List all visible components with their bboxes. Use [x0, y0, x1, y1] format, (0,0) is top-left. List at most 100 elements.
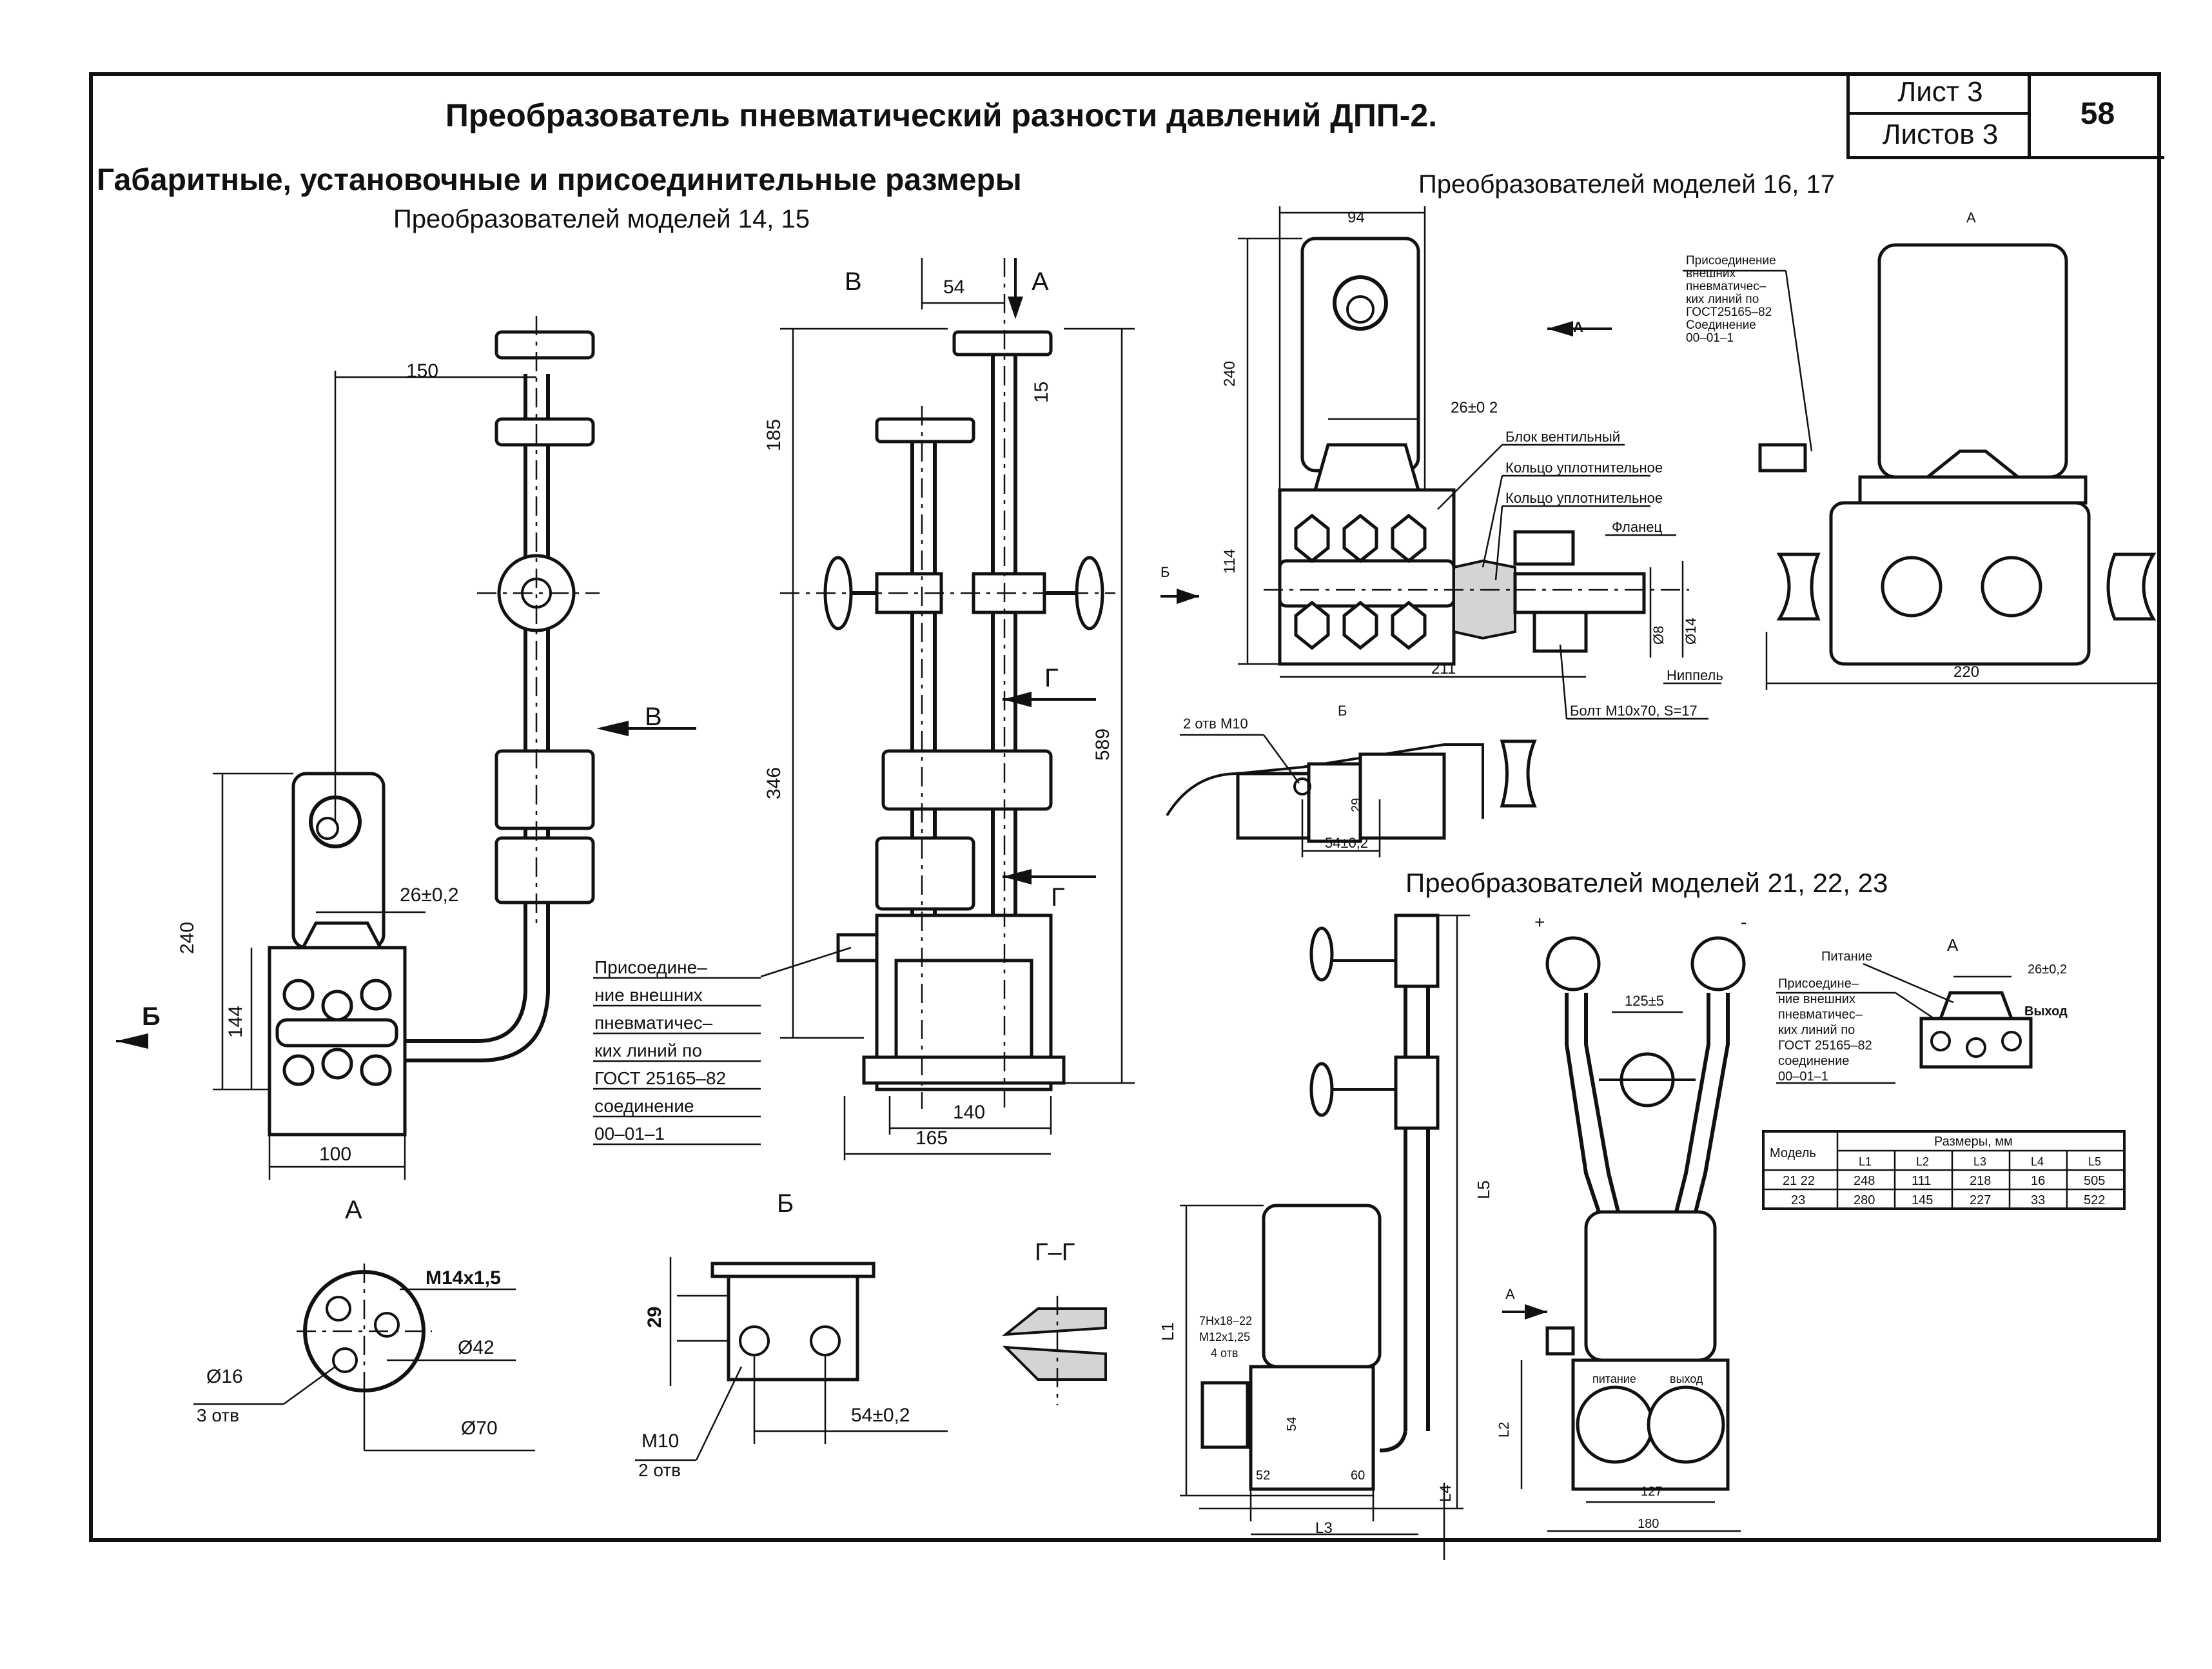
front-view-16-17 [1264, 237, 1689, 666]
dim-54-16: 54±0,2 [1325, 835, 1368, 851]
handwheel-middle [494, 417, 595, 447]
table-cell: 218 [1970, 1174, 1991, 1188]
dims-side-14-15: 150 240 144 100 26±0,2 Б В [116, 360, 696, 1180]
conn-small-5: ГОСТ25165–82 [1686, 306, 1772, 319]
dim-60: 60 [1351, 1469, 1365, 1483]
connection-note-21-23: Присоедине– ние внешних пневматичес– ких… [1776, 977, 1935, 1084]
detail-b-label: Б [777, 1189, 794, 1218]
sheets-label: Листов 3 [1882, 119, 1999, 150]
label-output: Выход [2024, 1004, 2068, 1019]
label-bolt: Болт М10х70, S=17 [1570, 703, 1698, 719]
detail-a: А M14x1,5 Ø42 Ø16 3 отв Ø70 [193, 1196, 535, 1452]
table-subcol-L4: L4 [2031, 1155, 2044, 1168]
valve-minus [1690, 936, 1746, 991]
size-table: Модель Размеры, мм L1 L2 L3 L4 L5 21 22 … [1762, 1130, 2126, 1210]
detail-b-d54: 54±0,2 [851, 1405, 910, 1426]
dim-114: 114 [1221, 549, 1238, 574]
detail-b-holes: 2 отв [638, 1460, 681, 1480]
dim-L5: L5 [1474, 1180, 1493, 1199]
sheet-label: Лист 3 [1850, 72, 2031, 115]
dim-d14: Ø14 [1683, 618, 1699, 645]
table-cell: 522 [2084, 1193, 2105, 1207]
label-nipple: Ниппель [1667, 667, 1723, 683]
dim-346: 346 [763, 767, 785, 799]
side-view-14-15 [268, 316, 600, 1137]
table-header-model: Модель [1770, 1146, 1816, 1160]
thread-note-2: M12х1,25 [1199, 1331, 1250, 1343]
conn21-line-6: соединение [1778, 1054, 1849, 1068]
view-label-v: В [845, 268, 862, 296]
sign-minus: - [1741, 912, 1747, 932]
view-b-16-label: Б [1338, 703, 1347, 719]
dim-185: 185 [763, 419, 785, 451]
side-view-16-17: А 220 [1758, 210, 2161, 690]
housing-21-23 [1262, 1204, 1382, 1369]
dim-54: 54 [943, 277, 964, 298]
dims-16-17: 94 240 114 26±0 2 211 Ø8 Ø14 А Б [1160, 206, 1699, 678]
conn21-line-4: ких линий по [1778, 1023, 1855, 1037]
dim-220: 220 [1953, 663, 1979, 681]
dim-L2: L2 [1496, 1422, 1512, 1438]
side-view-21-23: L1 L5 L3 L4 52 60 54 7Hх18–22 M12х1,25 4… [1158, 913, 1493, 1560]
conn-small-6: Соединение [1686, 318, 1756, 332]
part-callouts-16-17: Блок вентильный Кольцо уплотнительное Ко… [1437, 429, 1723, 720]
label-seal-ring-2: Кольцо уплотнительное [1505, 490, 1663, 506]
page-number: 58 [2028, 72, 2164, 159]
dim-125: 125±5 [1625, 993, 1664, 1009]
view-b-arrow-16: Б [1160, 564, 1170, 580]
upper-flange [494, 749, 595, 830]
label-flange: Фланец [1612, 519, 1662, 535]
dim-L3: L3 [1315, 1519, 1333, 1537]
dim-26-21: 26±0,2 [2028, 962, 2067, 977]
detail-a-d16: Ø16 [206, 1366, 243, 1387]
dim-52: 52 [1256, 1469, 1270, 1483]
detail-a-21-label: А [1947, 935, 1959, 955]
lower-flange [494, 836, 595, 904]
gauge-output-label: выход [1670, 1372, 1703, 1385]
bracket-16-17 [1300, 237, 1420, 473]
table-cell: 33 [2031, 1193, 2045, 1207]
conn-note-line-3: пневматичес– [594, 1013, 713, 1033]
dim-150: 150 [406, 360, 438, 382]
label-valve-block: Блок вентильный [1505, 429, 1620, 445]
conn21-line-3: пневматичес– [1778, 1008, 1863, 1022]
thread-note-1: 7Hх18–22 [1199, 1314, 1252, 1327]
drawing-title: Преобразователь пневматический разности … [445, 97, 1438, 133]
heading-models-14-15: Преобразователей моделей 14, 15 [393, 205, 810, 233]
view-label-v-arrow: В [645, 703, 662, 731]
heading-models-21-23: Преобразователей моделей 21, 22, 23 [1405, 868, 1888, 898]
view-a-arrow-21: А [1505, 1286, 1515, 1302]
drawing-frame [89, 72, 2161, 1542]
conn-small-3: пневматичес– [1686, 280, 1767, 293]
dim-144: 144 [225, 1006, 246, 1038]
sign-plus: + [1534, 912, 1545, 932]
conn-note-line-1: Присоедине– [594, 957, 707, 977]
view-label-b-arrow: Б [142, 1002, 161, 1031]
sheet-info-box: Лист 3 Листов 3 [1846, 72, 2031, 159]
label-supply: Питание [1821, 950, 1872, 964]
thread-note-3: 4 отв [1211, 1347, 1238, 1360]
conn-small-2: внешних [1686, 267, 1736, 280]
table-cell: 21 22 [1783, 1174, 1815, 1188]
front-view-21-23: + - питание выход А 125±5 L2 127 180 [1496, 912, 1747, 1532]
dim-100: 100 [319, 1144, 351, 1165]
dim-165: 165 [915, 1127, 948, 1149]
table-subcol-L1: L1 [1859, 1155, 1872, 1168]
dim-15: 15 [1031, 382, 1052, 403]
dim-240-16: 240 [1221, 361, 1238, 387]
conn21-line-7: 00–01–1 [1778, 1069, 1828, 1084]
front-view-14-15 [780, 258, 1115, 1109]
gauge-supply [1576, 1385, 1654, 1464]
gauge-supply-label: питание [1592, 1372, 1636, 1385]
table-cell: 145 [1912, 1193, 1933, 1207]
detail-a-thread: M14x1,5 [426, 1267, 501, 1289]
gauge-output [1647, 1385, 1725, 1464]
dim-29-16: 29 [1349, 798, 1364, 812]
section-mark-g-top: Г [1044, 664, 1059, 692]
detail-b-m10: M10 [641, 1430, 679, 1452]
table-cell: 227 [1970, 1193, 1991, 1207]
detail-a-label: А [345, 1196, 362, 1224]
handwheel-top [494, 330, 595, 360]
section-g-g: Г–Г [1001, 1239, 1107, 1405]
